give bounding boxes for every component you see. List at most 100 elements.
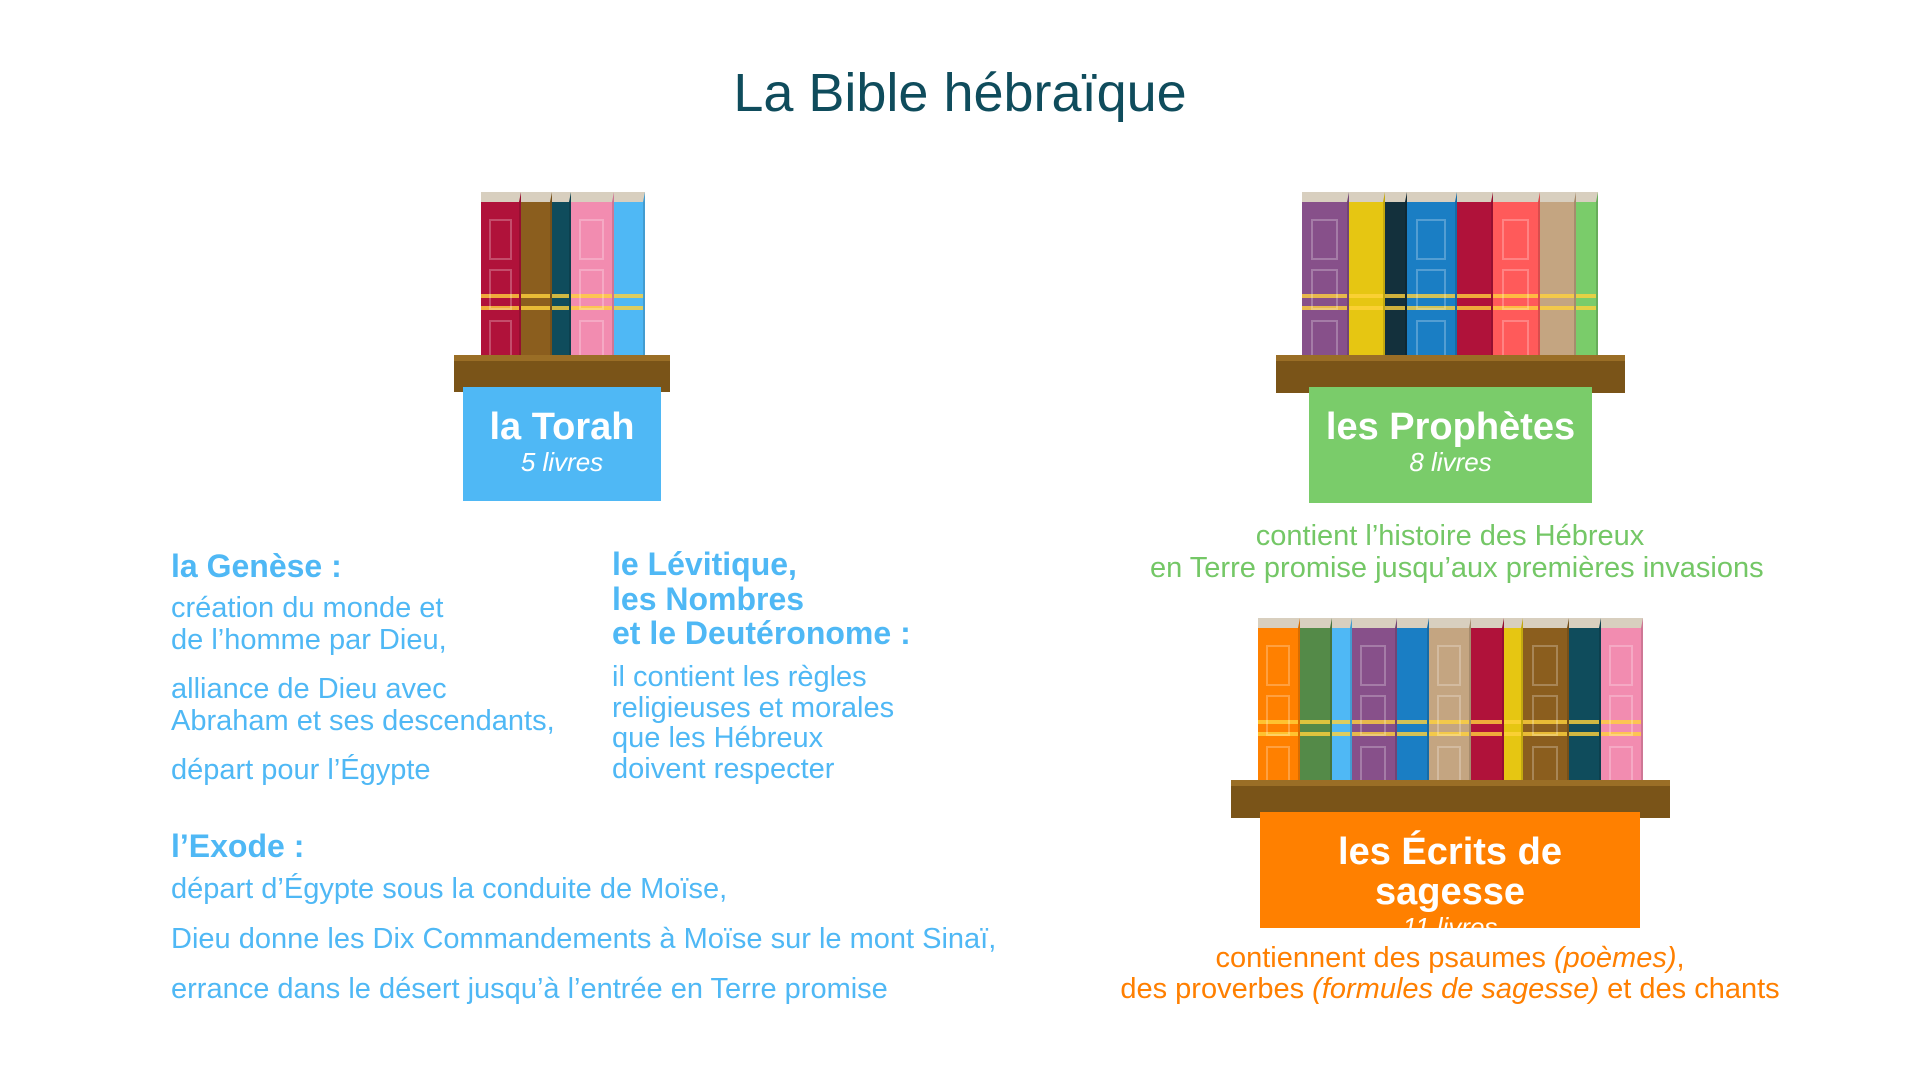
genese-line: création du monde et <box>171 592 444 624</box>
levitique-heading: le Lévitique, <box>612 546 797 582</box>
book-band <box>481 306 520 311</box>
book-band <box>1568 732 1599 737</box>
text-italic: (poèmes) <box>1554 942 1677 974</box>
book-band <box>1258 732 1299 737</box>
book-band <box>1600 732 1641 737</box>
book-spine <box>1600 618 1643 796</box>
writings-description-1: contiennent des psaumes (poèmes), <box>1100 943 1800 974</box>
levitique-line: religieuses et morales <box>612 692 895 724</box>
book-band <box>1300 720 1331 725</box>
text: des proverbes <box>1120 973 1313 1005</box>
book-band <box>1457 306 1492 311</box>
text: et des chants <box>1599 973 1780 1005</box>
book-band <box>1397 720 1428 725</box>
genese-heading: la Genèse : <box>171 548 342 584</box>
book-band <box>1302 306 1347 311</box>
prophets-description-2: en Terre promise jusqu’aux premières inv… <box>1150 552 1764 584</box>
book-band <box>1503 732 1522 737</box>
book-band <box>1348 306 1384 311</box>
book-spine <box>570 192 615 370</box>
book-band <box>1351 720 1396 725</box>
book-band <box>1493 294 1539 299</box>
book-spine <box>481 192 522 370</box>
book-spine <box>1348 192 1386 370</box>
book-band <box>1348 294 1384 299</box>
book-spine <box>1576 192 1598 370</box>
levitique-heading: les Nombres <box>612 581 805 617</box>
book-ornament <box>1531 695 1558 737</box>
exode-heading: l’Exode : <box>171 828 305 864</box>
levitique-line: il contient les règles <box>612 661 867 693</box>
book-band <box>1332 732 1350 737</box>
text: , <box>1676 942 1685 974</box>
book-band <box>1406 294 1456 299</box>
book-spine <box>1302 192 1349 370</box>
book-spine <box>1429 618 1472 796</box>
book-ornament <box>1360 644 1387 686</box>
book-spine <box>1332 618 1352 796</box>
book-band <box>521 306 551 311</box>
book-ornament <box>578 269 604 311</box>
book-band <box>481 294 520 299</box>
book-ornament <box>1266 695 1291 737</box>
book-spine <box>1493 192 1541 370</box>
book-spine <box>1397 618 1430 796</box>
book-band <box>1471 732 1502 737</box>
book-spine <box>1300 618 1333 796</box>
book-band <box>1429 732 1470 737</box>
prophets-label: les Prophètes 8 livres <box>1309 387 1592 503</box>
book-band <box>1568 720 1599 725</box>
book-spine <box>552 192 571 370</box>
exode-line: errance dans le désert jusqu’à l’entrée … <box>171 973 888 1005</box>
book-ornament <box>1502 269 1530 311</box>
book-ornament <box>1608 695 1633 737</box>
book-ornament <box>1416 218 1446 260</box>
book-ornament <box>1437 695 1462 737</box>
book-spine <box>1471 618 1504 796</box>
exode-line: Dieu donne les Dix Commandements à Moïse… <box>171 923 997 955</box>
book-band <box>521 294 551 299</box>
book-band <box>1300 732 1331 737</box>
book-band <box>552 294 569 299</box>
prophets-description-1: contient l’histoire des Hébreux <box>1255 520 1645 552</box>
book-ornament <box>578 218 604 260</box>
book-band <box>1332 720 1350 725</box>
torah-name: la Torah <box>489 406 635 448</box>
levitique-line: que les Hébreux <box>612 722 824 754</box>
book-band <box>1351 732 1396 737</box>
genese-line: de l’homme par Dieu, <box>171 624 447 656</box>
torah-books-illustration <box>481 192 645 370</box>
book-spine <box>1540 192 1577 370</box>
writings-description-2: des proverbes (formules de sagesse) et d… <box>1100 974 1800 1005</box>
book-spine <box>1503 618 1524 796</box>
genese-line: départ pour l’Égypte <box>171 754 431 786</box>
prophets-count: 8 livres <box>1409 447 1492 477</box>
book-spine <box>614 192 645 370</box>
levitique-heading: et le Deutéronome : <box>612 615 911 651</box>
book-band <box>1302 294 1347 299</box>
genese-line: Abraham et ses descendants, <box>171 705 555 737</box>
book-band <box>1576 306 1596 311</box>
book-spine <box>1406 192 1458 370</box>
torah-shelf <box>454 355 670 392</box>
book-band <box>1406 306 1456 311</box>
book-ornament <box>1437 644 1462 686</box>
book-ornament <box>1502 218 1530 260</box>
book-ornament <box>1360 695 1387 737</box>
book-band <box>1385 294 1405 299</box>
writings-name: les Écrits de sagesse <box>1338 831 1562 913</box>
book-spine <box>521 192 553 370</box>
torah-label: la Torah 5 livres <box>463 387 661 501</box>
book-band <box>552 306 569 311</box>
book-band <box>614 294 643 299</box>
book-band <box>1540 306 1575 311</box>
writings-count: 11 livres <box>1402 912 1498 942</box>
book-ornament <box>1310 218 1338 260</box>
book-band <box>1540 294 1575 299</box>
book-ornament <box>488 269 512 311</box>
book-band <box>1493 306 1539 311</box>
text: contiennent des psaumes <box>1215 942 1554 974</box>
book-ornament <box>1416 269 1446 311</box>
book-band <box>1457 294 1492 299</box>
book-ornament <box>1608 644 1633 686</box>
